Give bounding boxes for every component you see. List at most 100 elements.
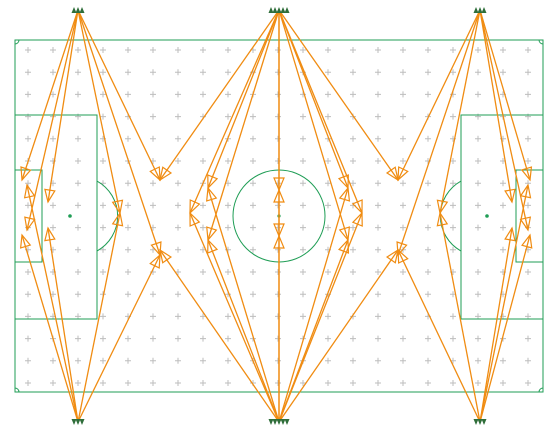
sight-line (21, 234, 79, 423)
grid-marker (75, 135, 81, 142)
grid-marker (200, 69, 206, 76)
camera-icon (481, 7, 487, 13)
grid-marker (275, 380, 281, 386)
arrowhead (397, 248, 409, 264)
grid-marker (225, 269, 231, 275)
right-goal-area (515, 169, 544, 263)
grid-marker (400, 202, 406, 209)
right-penalty-spot (485, 214, 489, 218)
camera-icon (268, 7, 274, 13)
arrowhead (397, 166, 409, 182)
sight-line (397, 9, 481, 181)
grid-marker (200, 335, 206, 342)
grid-marker (75, 380, 81, 386)
grid-marker (300, 113, 306, 120)
grid-marker (450, 202, 456, 209)
grid-marker (200, 47, 206, 53)
grid-marker (200, 291, 206, 298)
grid-marker (350, 335, 356, 342)
arrowhead (519, 216, 532, 232)
camera-group-top-left (71, 7, 85, 13)
sight-line (21, 9, 79, 181)
grid-marker (325, 69, 331, 76)
grid-marker (325, 180, 331, 187)
grid-marker (50, 224, 56, 231)
camera-groups (71, 7, 487, 425)
grid-marker (425, 224, 431, 231)
grid-marker (400, 180, 406, 187)
grid-marker (250, 113, 256, 120)
camera-group-top-center (268, 7, 290, 13)
grid-marker (425, 335, 431, 342)
sight-line (479, 184, 529, 423)
grid-marker (475, 224, 481, 231)
grid-marker (250, 202, 256, 209)
sight-line (479, 234, 531, 423)
grid-marker (475, 91, 481, 98)
grid-marker (325, 335, 331, 342)
sight-line (77, 254, 161, 423)
grid-marker (375, 91, 381, 98)
grid-marker (300, 291, 306, 298)
sight-line (278, 212, 363, 423)
grid-marker (375, 335, 381, 342)
grid-marker (450, 47, 456, 53)
grid-marker (125, 224, 131, 231)
grid-marker (450, 69, 456, 76)
arrowhead (19, 233, 32, 249)
grid-marker (150, 91, 156, 98)
arrowhead (504, 226, 516, 242)
grid-marker (450, 246, 456, 253)
camera-group-bottom-center (268, 419, 290, 425)
grid-marker (225, 202, 231, 209)
grid-marker (125, 291, 131, 298)
grid-marker (475, 246, 481, 253)
sight-line (189, 212, 280, 423)
arrowhead (189, 211, 201, 227)
grid-marker (375, 380, 381, 386)
arrowhead (24, 216, 36, 232)
grid-marker (175, 69, 181, 76)
arrowhead (337, 174, 349, 190)
grid-marker (75, 224, 81, 231)
grid-marker (100, 91, 106, 98)
camera-icon (284, 419, 290, 425)
grid-marker (500, 202, 506, 209)
camera-icon (71, 7, 77, 13)
grid-marker (125, 135, 131, 142)
grid-marker (25, 269, 31, 275)
grid-marker (450, 380, 456, 386)
grid-marker (100, 357, 106, 364)
grid-marker (225, 224, 231, 231)
grid-marker (400, 135, 406, 142)
sight-line (278, 249, 399, 423)
grid-marker (200, 224, 206, 231)
grid-marker (275, 291, 281, 298)
grid-marker (525, 69, 531, 76)
camera-icon (276, 419, 282, 425)
grid-marker (475, 202, 481, 209)
grid-marker (50, 135, 56, 142)
grid-marker (400, 113, 406, 120)
grid-marker (225, 69, 231, 76)
sight-line (397, 249, 481, 423)
grid-marker (475, 135, 481, 142)
sight-line (47, 9, 79, 203)
grid-marker (250, 135, 256, 142)
camera-sight-lines (19, 9, 533, 423)
grid-marker (100, 113, 106, 120)
grid-marker (300, 135, 306, 142)
grid-marker (475, 47, 481, 53)
grid-marker (250, 180, 256, 187)
arrowhead (520, 166, 533, 182)
grid-marker (75, 269, 81, 275)
grid-marker (125, 180, 131, 187)
grid-marker (475, 357, 481, 364)
grid-marker (25, 135, 31, 142)
grid-marker (500, 357, 506, 364)
grid-marker (525, 291, 531, 298)
grid-marker (525, 335, 531, 342)
sight-line (278, 9, 349, 241)
grid-marker (475, 269, 481, 275)
